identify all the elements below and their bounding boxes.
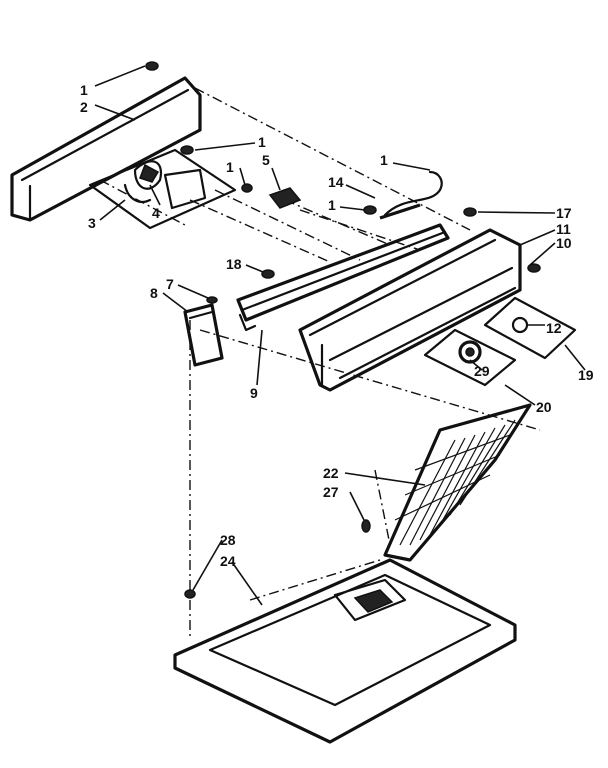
callout-20: 20 — [536, 399, 552, 415]
callout-8: 8 — [150, 285, 158, 301]
callout-1: 1 — [80, 82, 88, 98]
callout-22: 22 — [323, 465, 339, 481]
switch-bracket — [88, 148, 237, 230]
callout-1: 1 — [226, 159, 234, 175]
screws — [145, 61, 541, 599]
callout-2: 2 — [80, 99, 88, 115]
callout-10: 10 — [556, 235, 572, 251]
callout-28: 28 — [220, 532, 236, 548]
callout-1: 1 — [380, 152, 388, 168]
callout-5: 5 — [262, 152, 270, 168]
console-base — [298, 228, 522, 392]
wire-harness — [379, 170, 443, 220]
callout-19: 19 — [578, 367, 594, 383]
callout-1: 1 — [258, 134, 266, 150]
callout-labels: 1 2 1 1 5 4 3 1 14 1 17 11 10 18 7 8 12 … — [80, 82, 594, 569]
callout-14: 14 — [328, 174, 344, 190]
top-panel — [173, 558, 517, 744]
callout-12: 12 — [546, 320, 562, 336]
console-panel — [10, 76, 202, 222]
alignment-lines — [99, 87, 541, 640]
callout-9: 9 — [250, 385, 258, 401]
lint-screen — [383, 403, 532, 562]
callout-7: 7 — [166, 276, 174, 292]
component-5 — [163, 168, 302, 210]
knob-assembly — [423, 296, 577, 387]
callout-4: 4 — [152, 205, 160, 221]
cover-8 — [183, 303, 224, 367]
callout-29: 29 — [474, 363, 490, 379]
callout-11: 11 — [556, 221, 571, 237]
leader-lines — [94, 65, 586, 606]
callout-27: 27 — [323, 484, 339, 500]
callout-24: 24 — [220, 553, 236, 569]
callout-1: 1 — [328, 197, 336, 213]
callout-18: 18 — [226, 256, 242, 272]
rail-9 — [236, 223, 450, 332]
callout-3: 3 — [88, 215, 96, 231]
callout-17: 17 — [556, 205, 572, 221]
